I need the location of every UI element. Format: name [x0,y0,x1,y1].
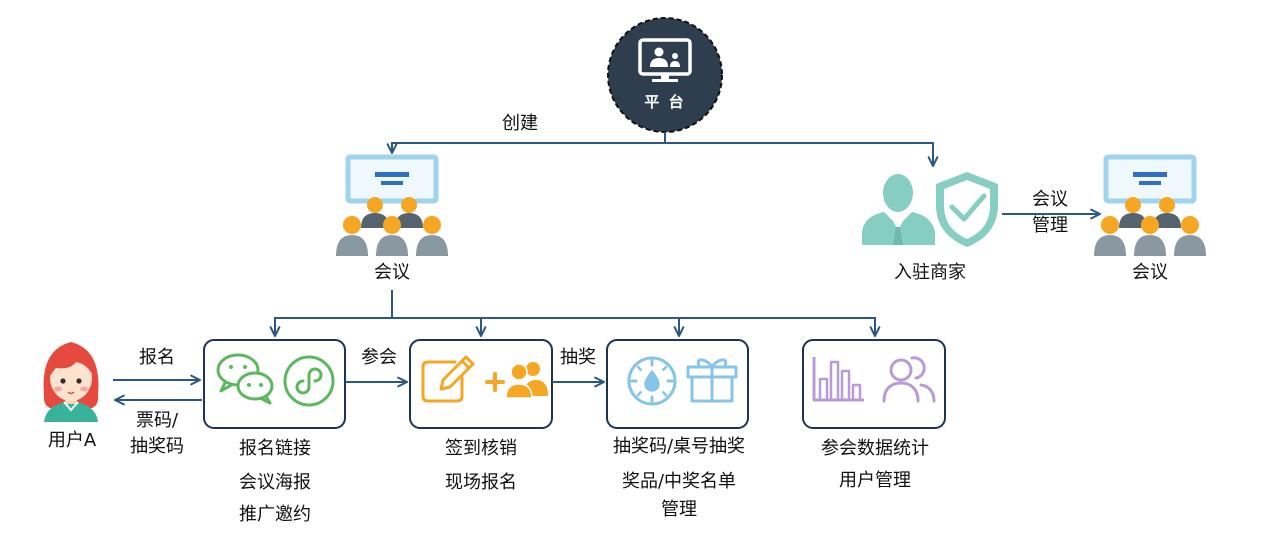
add-user-icon [485,362,548,399]
module-caption: 管理 [661,499,697,520]
meeting-icon [1094,157,1206,256]
module-caption: 参会数据统计 [821,438,929,459]
edit-icon [421,355,475,403]
ticket-label-line1: 票码/ [135,410,179,431]
shield-check-icon [936,172,998,247]
module-caption: 奖品/中奖名单 [621,471,737,492]
bar-chart-icon [812,357,864,402]
users-icon [882,356,936,403]
arrow-create-merchant [665,142,939,167]
lottery-label: 抽奖 [560,347,596,368]
user-avatar [43,342,99,422]
arrow-to-module-1 [269,317,392,337]
signup-label: 报名 [139,347,175,368]
meeting-label-left: 会议 [374,262,410,283]
platform-label: 平 台 [644,93,686,111]
module-caption: 推广邀约 [239,504,311,525]
gift-icon [686,358,738,403]
mini-program-icon [283,355,335,407]
lottery-dial-icon [627,356,677,406]
merchant-label: 入驻商家 [894,262,966,283]
create-label: 创建 [502,113,538,134]
meeting-icon [336,157,448,256]
ticket-label-line2: 抽奖码 [130,436,184,457]
module-caption: 报名链接 [239,438,311,459]
wechat-icon [216,353,274,405]
person-icon [862,174,935,245]
management-label-line1: 会议 [1032,189,1068,210]
module-caption: 会议海报 [239,472,311,493]
arrow-create-meeting [386,142,665,154]
module-box-lottery [606,339,749,429]
module-caption: 用户管理 [839,470,911,491]
monitor-presentation-icon [638,38,692,82]
module-caption: 抽奖码/桌号抽奖 [612,436,746,457]
management-label-line2: 管理 [1032,215,1068,236]
platform-node [607,17,723,133]
arrow-to-module-4 [392,317,881,337]
attend-label: 参会 [361,347,397,368]
module-caption: 现场报名 [445,472,517,493]
module-caption: 签到核销 [445,438,517,459]
meeting-label-right: 会议 [1132,262,1168,283]
user-label: 用户A [47,430,97,451]
